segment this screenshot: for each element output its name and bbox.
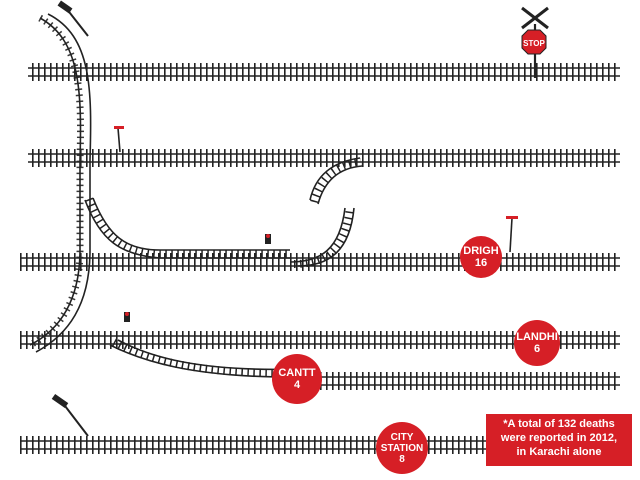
station-circle-cantt: CANTT 4 (272, 354, 322, 404)
curve-connector-right (289, 157, 363, 268)
station-name: CITY STATION (380, 431, 424, 454)
station-name: CANTT (278, 366, 316, 379)
station-count: 6 (533, 343, 541, 355)
station-count: 8 (399, 453, 405, 465)
track-5 (300, 372, 620, 390)
lamp-signal-icon (124, 312, 130, 322)
station-circle-landhi: LANDHI 6 (514, 320, 560, 366)
track-2 (28, 149, 620, 167)
note-line-3: in Karachi alone (516, 445, 602, 458)
signal-post-icon (114, 126, 124, 153)
track-1 (28, 63, 620, 81)
station-circle-city-station: CITY STATION 8 (376, 422, 428, 474)
station-name: DRIGH (463, 244, 499, 257)
signal-post-icon (506, 216, 518, 253)
lamp-signal-icon (265, 234, 271, 244)
curve-connector-middle (84, 197, 290, 259)
deaths-note: *A total of 132 deaths were reported in … (486, 414, 632, 466)
station-count: 4 (293, 379, 301, 391)
curve-connector-left (28, 13, 92, 353)
semaphore-signal-icon (57, 0, 89, 37)
note-line-1: *A total of 132 deaths (503, 418, 615, 430)
stop-sign-icon: STOP (521, 29, 547, 55)
semaphore-signal-icon (51, 393, 89, 437)
stop-sign-label: STOP (523, 39, 545, 48)
curve-connector-lower (109, 338, 301, 378)
station-name: LANDHI (516, 330, 558, 343)
station-count: 16 (474, 257, 488, 269)
note-line-2: were reported in 2012, (500, 431, 618, 444)
station-circle-drigh: DRIGH 16 (460, 236, 502, 278)
